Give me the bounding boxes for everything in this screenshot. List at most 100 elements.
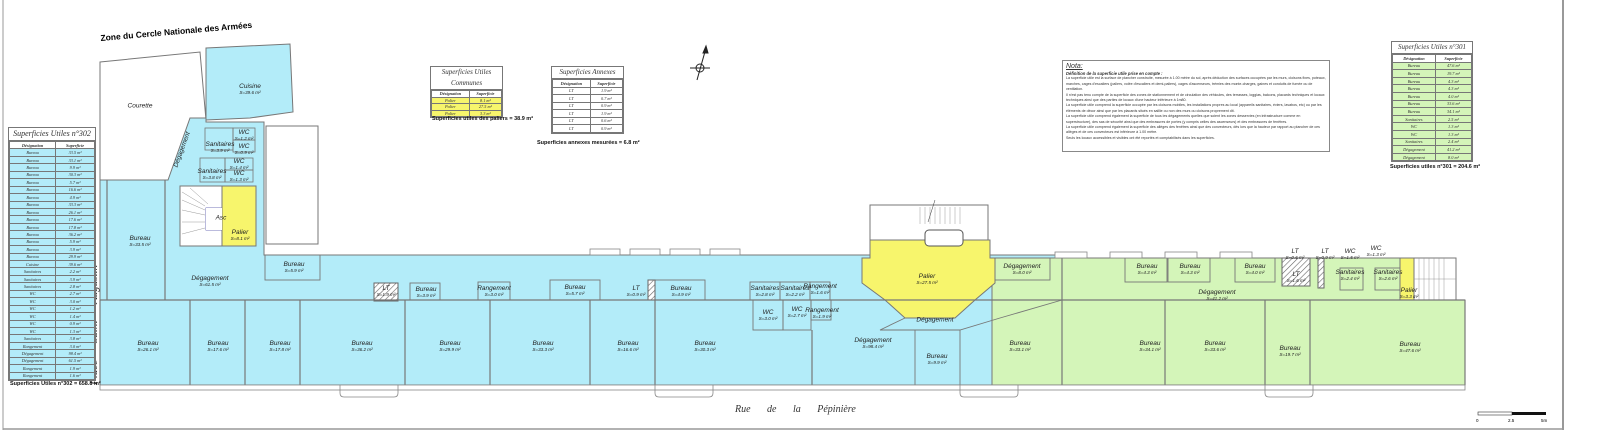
street-label-bottom: Rue de la Pépinière bbox=[735, 404, 856, 415]
room-name: Dégagement bbox=[1198, 289, 1236, 297]
column-header: Superficie bbox=[1434, 54, 1473, 63]
room-name: LT bbox=[1321, 248, 1329, 256]
designation-cell: Rangement bbox=[8, 364, 57, 373]
stair-left-steps bbox=[181, 187, 209, 235]
area-cell: 0.9 m² bbox=[589, 124, 624, 133]
room-name: Bureau bbox=[1244, 263, 1266, 271]
room-area: S=2.7 m² bbox=[787, 313, 807, 318]
area-cell: 0.9 m² bbox=[55, 319, 95, 328]
area-cell: 33.1 m² bbox=[55, 155, 95, 165]
room-name: Bureau bbox=[1399, 341, 1421, 349]
designation-cell: Bureau bbox=[8, 178, 57, 187]
room-name: Bureau bbox=[694, 340, 716, 348]
room-area: S=36.2 m² bbox=[351, 347, 373, 352]
room-area: S=4.3 m² bbox=[1137, 270, 1157, 275]
room-area: S=0.9 m² bbox=[626, 292, 646, 297]
table-title: Superficies Utiles Communes bbox=[431, 67, 502, 90]
room-area: S=2.2 m² bbox=[785, 292, 805, 297]
room-area: S=8.1 m² bbox=[230, 236, 250, 241]
area-cell: 1.3 m² bbox=[1434, 122, 1473, 131]
room-area: S=19.7 m² bbox=[1279, 352, 1301, 357]
column-header: Superficie bbox=[589, 79, 624, 88]
room-name: Bureau bbox=[532, 340, 554, 348]
area-cell: 1.9 m² bbox=[589, 109, 624, 118]
room-area: S=4.0 m² bbox=[1245, 270, 1265, 275]
designation-cell: Bureau bbox=[8, 200, 57, 209]
room-name: Bureau bbox=[283, 261, 305, 269]
room-name: Bureau bbox=[1204, 340, 1226, 348]
room-name: WC bbox=[1344, 248, 1356, 256]
room-name: Courette bbox=[127, 102, 153, 110]
designation-cell: Sanitaires bbox=[8, 282, 57, 291]
room-label-asc: Asc bbox=[216, 215, 227, 223]
area-cell: 1.2 m² bbox=[55, 304, 95, 314]
stair-central-steps bbox=[919, 199, 961, 224]
room-area: S=34.1 m² bbox=[1139, 347, 1161, 352]
designation-cell: Sanitaires bbox=[8, 334, 57, 343]
area-cell: 3.0 m² bbox=[55, 341, 95, 351]
room-area: S=2.4 m² bbox=[1340, 276, 1360, 281]
designation-cell: LT bbox=[552, 124, 591, 133]
area-cell: 16.6 m² bbox=[55, 185, 95, 195]
room-area: S=29.9 m² bbox=[439, 347, 461, 352]
room-area: S=1.3 m² bbox=[1366, 252, 1386, 257]
room-name: Rangement bbox=[805, 307, 839, 315]
area-cell: 41.2 m² bbox=[1434, 145, 1473, 154]
area-cell: 26.1 m² bbox=[55, 207, 95, 217]
room-area: S=2.8 m² bbox=[755, 292, 775, 297]
area-cell: 1.9 m² bbox=[589, 86, 624, 95]
area-cell: 8.0 m² bbox=[1434, 152, 1473, 162]
area-cell: 0.6 m² bbox=[589, 116, 624, 125]
room-name: WC bbox=[791, 306, 803, 314]
room-area: S=16.6 m² bbox=[617, 347, 639, 352]
area-cell: 33.6 m² bbox=[1434, 99, 1473, 109]
room-area: S=26.1 m² bbox=[137, 347, 159, 352]
room-area: S=47.6 m² bbox=[1399, 348, 1421, 353]
facade-windows bbox=[99, 248, 1466, 398]
designation-cell: Bureau bbox=[1392, 84, 1436, 93]
scale-label-5m: 5m bbox=[1541, 418, 1548, 423]
room-area: S=1.2 m² bbox=[234, 136, 254, 141]
designation-cell: Sanitaires bbox=[1392, 137, 1436, 147]
note-paragraph: La superficie utile comprend également l… bbox=[1066, 114, 1301, 124]
designation-cell: Bureau bbox=[8, 148, 57, 157]
room-area: S=1.9 m² bbox=[376, 292, 396, 297]
note-paragraph: Il n'est pas tenu compte de la superfici… bbox=[1066, 92, 1325, 103]
designation-cell: Sanitaires bbox=[1392, 114, 1436, 124]
upper-room-partitions bbox=[264, 254, 1401, 385]
room-name: Dégagement bbox=[916, 316, 954, 324]
lt-hatched-1 bbox=[373, 282, 399, 302]
room-name: Bureau bbox=[564, 284, 586, 292]
room-area: S=3.0 m² bbox=[484, 292, 504, 297]
